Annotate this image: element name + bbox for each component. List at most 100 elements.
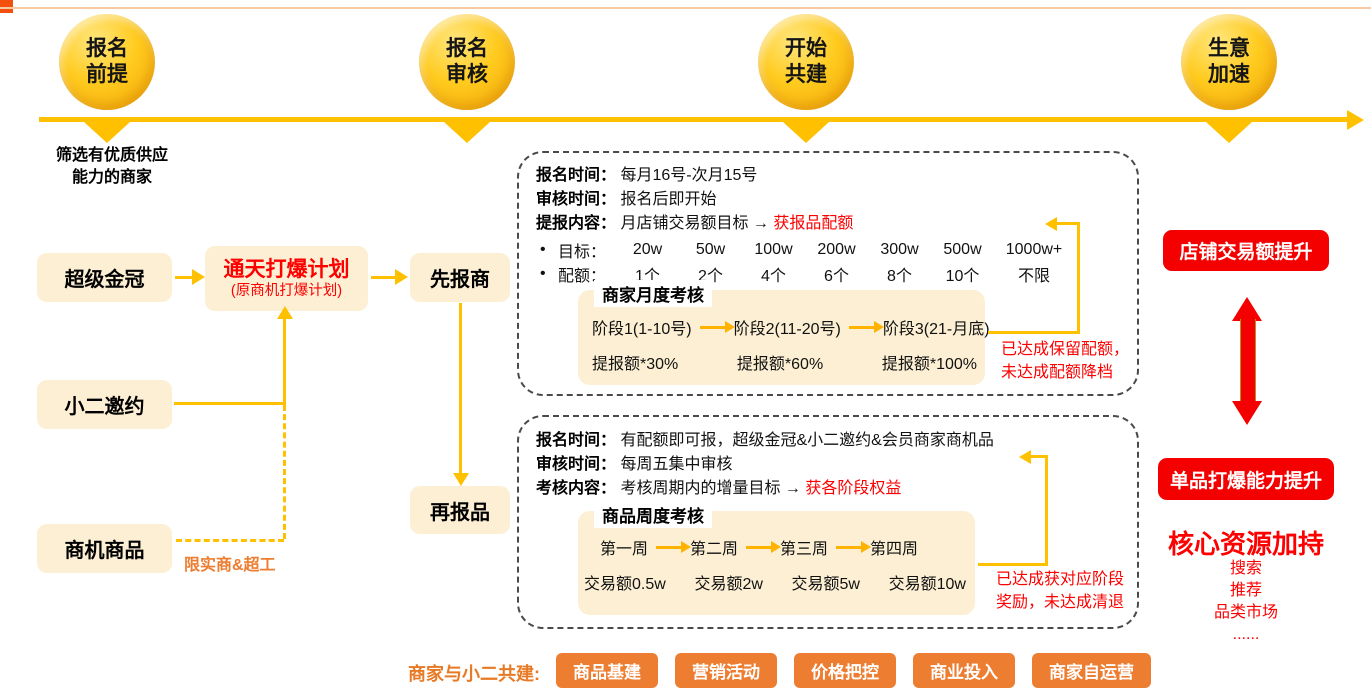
restriction-note: 限实商&超工 <box>184 557 276 574</box>
arrow-crown-to-plan <box>175 276 194 279</box>
node-label: 超级金冠 <box>64 269 145 291</box>
callback1-line-bottom <box>988 331 1080 334</box>
week-item: 第四周 <box>870 541 919 558</box>
timeline-marker-triangle <box>1206 122 1252 143</box>
callback1-line-vertical <box>1077 222 1080 334</box>
info-label: 审核时间： <box>536 191 617 208</box>
bottom-chip-row: 商品基建 营销活动 价格把控 商业投入 商家自运营 <box>556 653 1151 688</box>
stage-label: 开始 <box>785 37 827 60</box>
stage-circle-signup-review: 报名 审核 <box>419 14 515 110</box>
product-result-note: 已达成获对应阶段 奖励，未达成清退 <box>996 568 1124 614</box>
product-result-note-line1: 已达成获对应阶段 <box>996 571 1125 588</box>
chip-merchant-self-operation: 商家自运营 <box>1032 653 1151 688</box>
stage-circle-start-cobuild: 开始 共建 <box>758 14 854 110</box>
product-result-note-line2: 奖励，未达成清退 <box>996 594 1125 611</box>
timeline-line <box>39 117 1349 122</box>
merchant-signup-time: 报名时间： 每月16号-次月15号 <box>536 161 757 185</box>
amount-item: 提报额*30% <box>592 356 679 373</box>
info-value: 每周五集中审核 <box>620 456 733 473</box>
amount-item: 交易额10w <box>888 576 966 593</box>
stage-label: 生意 <box>1208 37 1250 60</box>
node-label: 先报商 <box>430 269 490 291</box>
info-highlight: 获报品配额 <box>773 215 854 232</box>
node-report-merchant-first: 先报商 <box>410 253 510 302</box>
node-super-gold-crown: 超级金冠 <box>37 253 172 302</box>
resource-item: 搜索 <box>1229 560 1262 577</box>
callback2-line-bottom <box>978 563 1048 566</box>
amount-item: 交易额5w <box>791 576 860 593</box>
merchant-assessment-title: 商家月度考核 <box>594 280 712 307</box>
prerequisite-note: 筛选有优质供应 能力的商家 <box>28 145 196 189</box>
chip-price-control: 价格把控 <box>794 653 896 688</box>
prerequisite-note-line2: 能力的商家 <box>71 169 152 186</box>
stage-label: 报名 <box>86 37 128 60</box>
arrow-right-icon <box>848 320 884 333</box>
arrow-merchant-to-product <box>459 303 462 475</box>
info-label: 审核时间： <box>536 456 617 473</box>
arrow-right-icon <box>746 540 782 553</box>
product-week-row: 第一周 第二周 第三周 第四周 <box>600 535 918 559</box>
node-report-product-next: 再报品 <box>410 486 510 534</box>
quota-value: 不限 <box>1017 268 1050 285</box>
merchant-result-note-line1: 已达成保留配额， <box>1001 341 1130 358</box>
chip-business-investment: 商业投入 <box>913 653 1015 688</box>
timeline-marker-triangle <box>84 122 130 143</box>
info-label: 提报内容： <box>536 215 617 232</box>
target-value: 1000w+ <box>1005 241 1063 258</box>
amount-item: 提报额*100% <box>881 356 977 373</box>
product-assessment-content: 考核内容： 考核周期内的增量目标 → 获各阶段权益 <box>536 474 901 498</box>
arrow-right-icon <box>656 540 692 553</box>
single-item-boost-box: 单品打爆能力提升 <box>1158 458 1334 500</box>
stage-item: 阶段2(11-20号) <box>733 321 841 338</box>
shop-gmv-boost-box: 店铺交易额提升 <box>1163 230 1329 271</box>
merchant-submit-content: 提报内容： 月店铺交易额目标 → 获报品配额 <box>536 209 853 233</box>
stage-item: 阶段3(21-月底) <box>882 321 990 338</box>
top-divider-line <box>0 7 1371 9</box>
quota-value: 6个 <box>824 268 849 285</box>
double-arrow-down-icon <box>1232 401 1262 425</box>
shop-gmv-boost-label: 店铺交易额提升 <box>1179 242 1313 263</box>
quota-value: 8个 <box>887 268 912 285</box>
stage-label: 报名 <box>446 37 488 60</box>
arrow-plan-to-merchant-head-icon <box>395 269 408 285</box>
product-assessment-title: 商品周度考核 <box>594 501 712 528</box>
info-value: 每月16号-次月15号 <box>620 167 758 184</box>
bullet-icon: • <box>540 265 546 282</box>
connector-up-to-plan <box>283 317 286 405</box>
target-value: 500w <box>943 241 982 258</box>
core-resources-title: 核心资源加持 <box>1167 529 1324 559</box>
resource-item: 推荐 <box>1229 582 1262 599</box>
connector-product-dashed-line <box>176 539 284 542</box>
product-amount-row: 交易额0.5w 交易额2w 交易额5w 交易额10w <box>584 570 966 594</box>
plan-subtitle: (原商机打爆计划) <box>230 282 343 299</box>
stage-label: 加速 <box>1208 63 1250 86</box>
double-arrow-up-icon <box>1232 297 1262 321</box>
bottom-bar-label: 商家与小二共建: <box>408 664 540 684</box>
info-highlight: 获各阶段权益 <box>805 480 902 497</box>
core-resources-list: 搜索 推荐 品类市场 ...... <box>1158 558 1334 646</box>
stage-circle-signup-prerequisite: 报名 前提 <box>59 14 155 110</box>
node-label: 再报品 <box>430 501 490 524</box>
stage-label: 前提 <box>86 63 128 86</box>
amount-item: 交易额0.5w <box>584 576 666 593</box>
merchant-stage-row: 阶段1(1-10号) 阶段2(11-20号) 阶段3(21-月底) <box>592 315 990 339</box>
connector-dashed-vertical <box>283 405 286 539</box>
timeline-marker-triangle <box>444 122 490 143</box>
amount-item: 提报额*60% <box>736 356 824 373</box>
week-item: 第三周 <box>780 541 829 558</box>
target-value: 300w <box>880 241 919 258</box>
product-review-time: 审核时间： 每周五集中审核 <box>536 450 732 474</box>
arrow-crown-to-plan-head-icon <box>192 269 205 285</box>
prerequisite-note-line1: 筛选有优质供应 <box>55 147 168 164</box>
merchant-result-note: 已达成保留配额， 未达成配额降档 <box>1001 338 1129 384</box>
resource-item: 品类市场 <box>1213 604 1278 621</box>
arrow-plan-to-merchant <box>371 276 397 279</box>
info-value: 考核周期内的增量目标 → <box>620 480 801 497</box>
callback2-line-vertical <box>1045 455 1048 566</box>
stage-circle-business-acceleration: 生意 加速 <box>1181 14 1277 110</box>
connector-invite-line <box>174 402 286 405</box>
timeline-arrow-icon <box>1347 110 1364 130</box>
bullet-icon: • <box>540 241 546 258</box>
node-label: 小二邀约 <box>64 396 145 418</box>
product-signup-time: 报名时间： 有配额即可报，超级金冠&小二邀约&会员商家商机品 <box>536 426 994 450</box>
